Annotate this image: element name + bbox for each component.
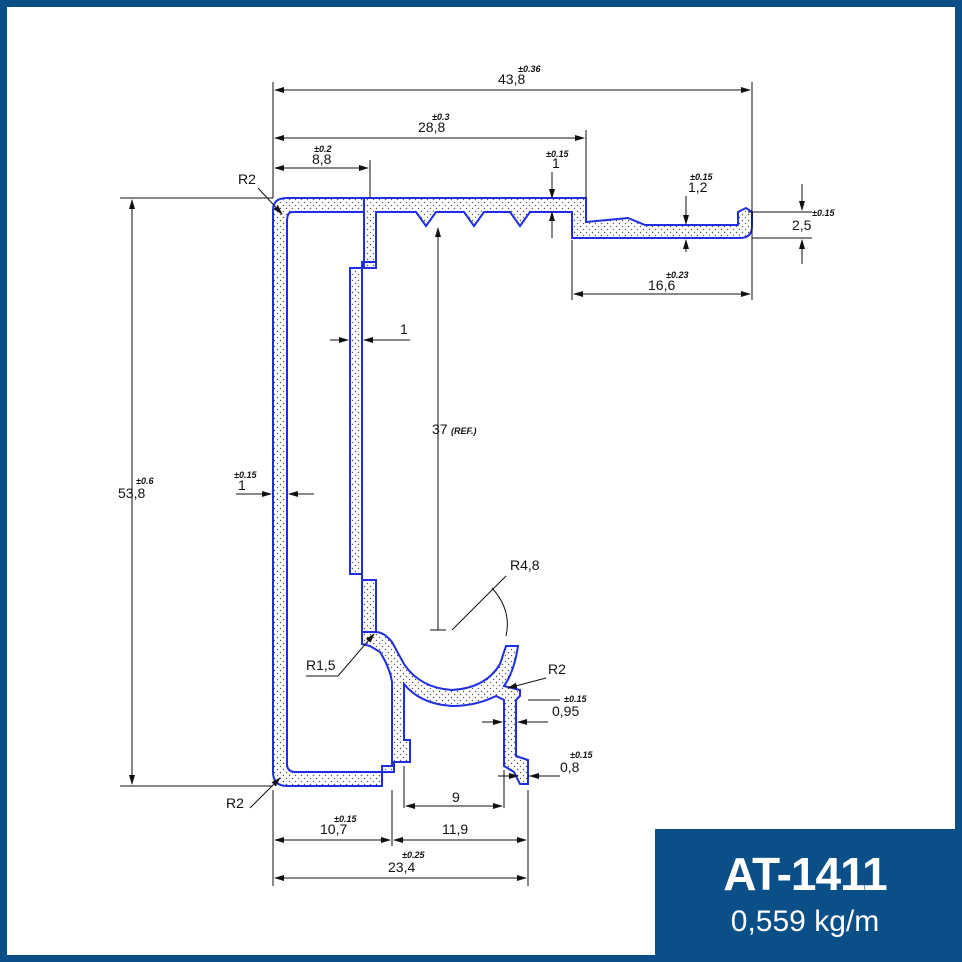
product-code: AT-1411 (723, 848, 887, 900)
tol-overall-height: ±0.6 (136, 476, 154, 486)
label-reference-note: (REF.) (451, 426, 477, 436)
label-radius-hook: R2 (548, 661, 566, 677)
label-lip-thickness: 1,2 (688, 179, 708, 195)
label-hook-foot: 0,8 (560, 759, 580, 775)
label-bottom-total: 23,4 (388, 859, 415, 875)
dimension-labels: 43,8 ±0.36 28,8 ±0.3 8,8 ±0.2 1 ±0.15 1,… (118, 64, 835, 875)
tol-bottom-total: ±0.25 (402, 850, 425, 860)
tol-outer-wall: ±0.15 (234, 470, 257, 480)
outer-wall (272, 197, 383, 787)
label-bottom-left: 10,7 (320, 821, 347, 837)
label-inner-top: 8,8 (312, 151, 332, 167)
product-badge: AT-1411 0,559 kg/m (655, 829, 955, 955)
label-radius-corner-top: R2 (238, 171, 256, 187)
label-lip-height: 2,5 (792, 217, 812, 233)
top-flange (363, 197, 753, 269)
label-overall-height: 53,8 (118, 485, 145, 501)
tol-lip-width: ±0.23 (666, 270, 688, 280)
dimension-lines (120, 82, 812, 886)
product-weight: 0,559 kg/m (730, 905, 880, 938)
tol-hook-foot: ±0.15 (570, 750, 593, 760)
tol-hook-wall: ±0.15 (564, 694, 587, 704)
label-channel-gap: 9 (452, 789, 460, 805)
label-radius-channel: R4,8 (510, 557, 540, 573)
label-radius-corner-bottom: R2 (226, 795, 244, 811)
channel-hook (361, 631, 529, 785)
label-bottom-right: 11,9 (442, 821, 468, 837)
label-inner-wall: 1 (400, 321, 408, 337)
tol-lip-height: ±0.15 (812, 208, 835, 218)
label-outer-wall: 1 (238, 477, 246, 493)
label-reference-height: 37 (432, 421, 448, 437)
tol-bottom-left: ±0.15 (334, 814, 357, 824)
inner-wall (349, 261, 377, 633)
label-lip-width: 16,6 (648, 277, 675, 293)
profile-section (272, 197, 753, 787)
tol-top-step: ±0.15 (546, 149, 569, 159)
tol-top-flange: ±0.3 (432, 112, 449, 122)
label-radius-inner: R1,5 (306, 657, 336, 673)
label-top-flange: 28,8 (418, 119, 445, 135)
tol-lip-thickness: ±0.15 (690, 172, 713, 182)
label-top-step: 1 (552, 155, 560, 171)
tol-inner-top: ±0.2 (314, 144, 331, 154)
label-hook-wall: 0,95 (552, 703, 579, 719)
tol-overall-width: ±0.36 (518, 64, 541, 74)
label-overall-width: 43,8 (498, 71, 525, 87)
